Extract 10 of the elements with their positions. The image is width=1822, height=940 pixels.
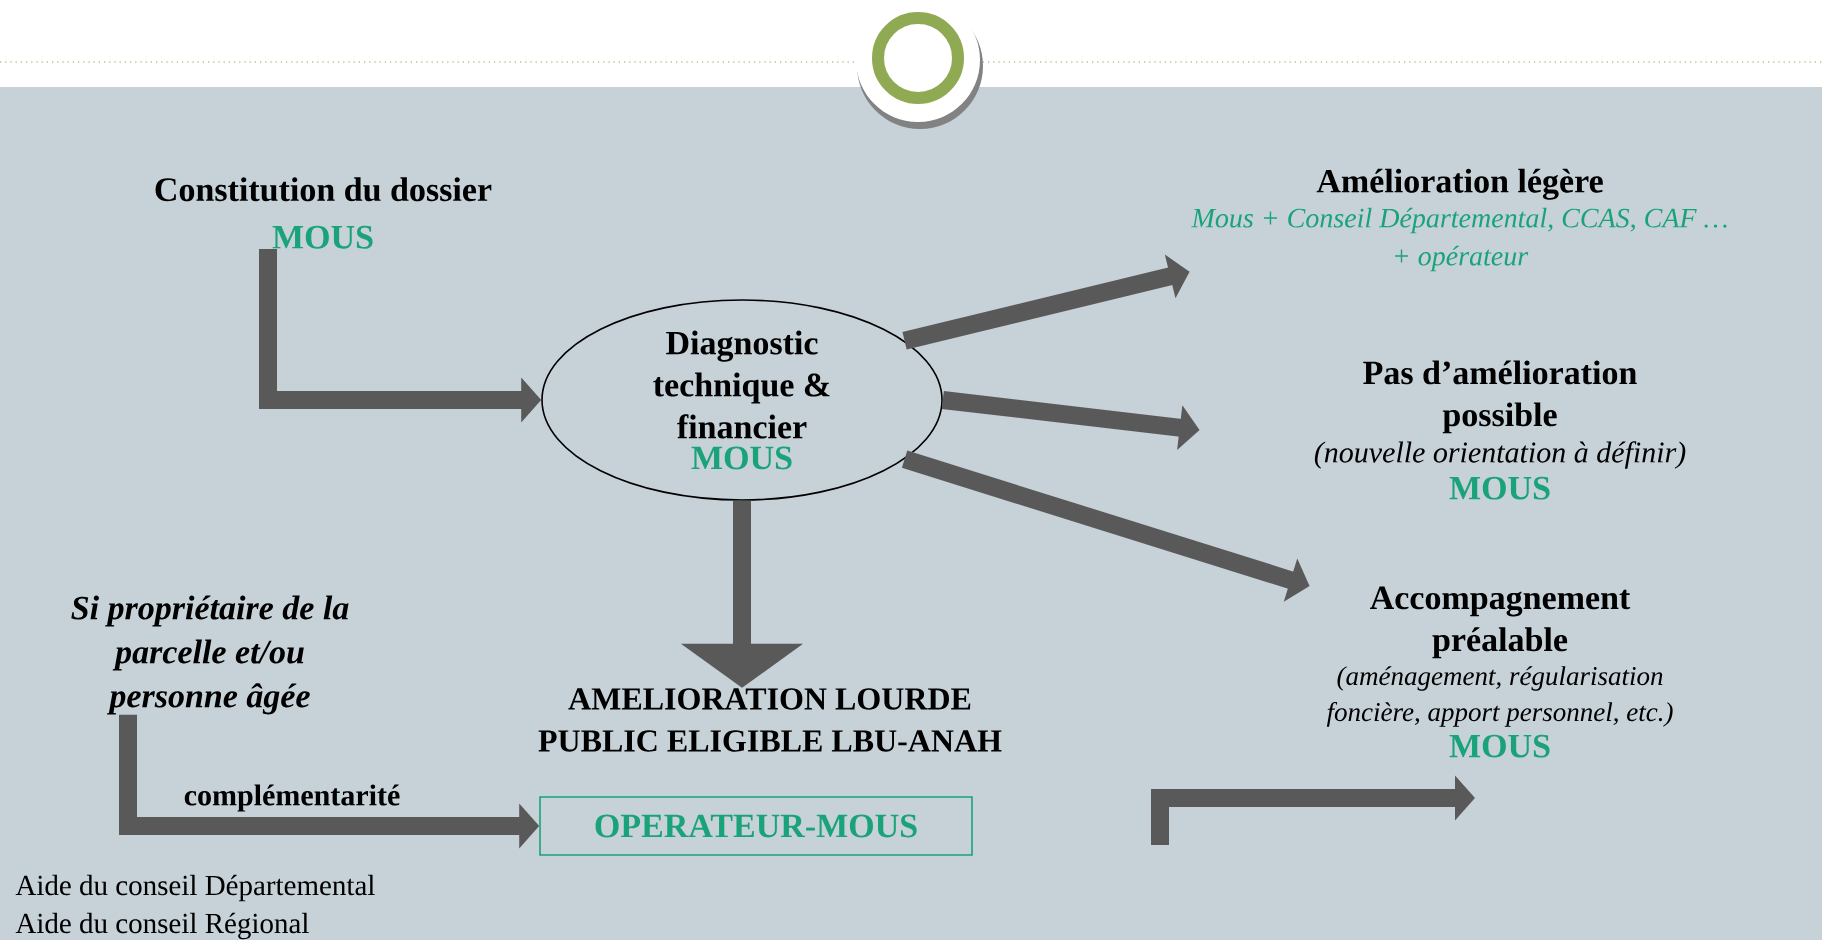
step-text: Accompagnement préalable (aménagement, régularisation foncière, apport personnel, etc.) MOUS: [1326, 586, 1673, 758]
step-text: Amélioration légère Mous + Conseil Départemental, CCAS, CAF … + opérateur: [1191, 168, 1727, 272]
operator-box: OPERATEUR-MOUS: [539, 796, 973, 856]
edge-label: complémentarité: [184, 784, 400, 812]
aid-note: Aide du conseil Régional: [15, 912, 309, 940]
step-text: Constitution du dossier MOUS: [155, 177, 492, 249]
step-text: Si propriétaire de la parcelle et/ou personne âgée: [71, 595, 349, 715]
step-text: AMELIORATION LOURDE PUBLIC ELIGIBLE LBU-ANAH: [538, 688, 1002, 752]
step-text: Pas d’amélioration possible (nouvelle orientation à définir) MOUS: [1314, 360, 1686, 500]
aid-note: Aide du conseil Départemental: [15, 874, 375, 902]
